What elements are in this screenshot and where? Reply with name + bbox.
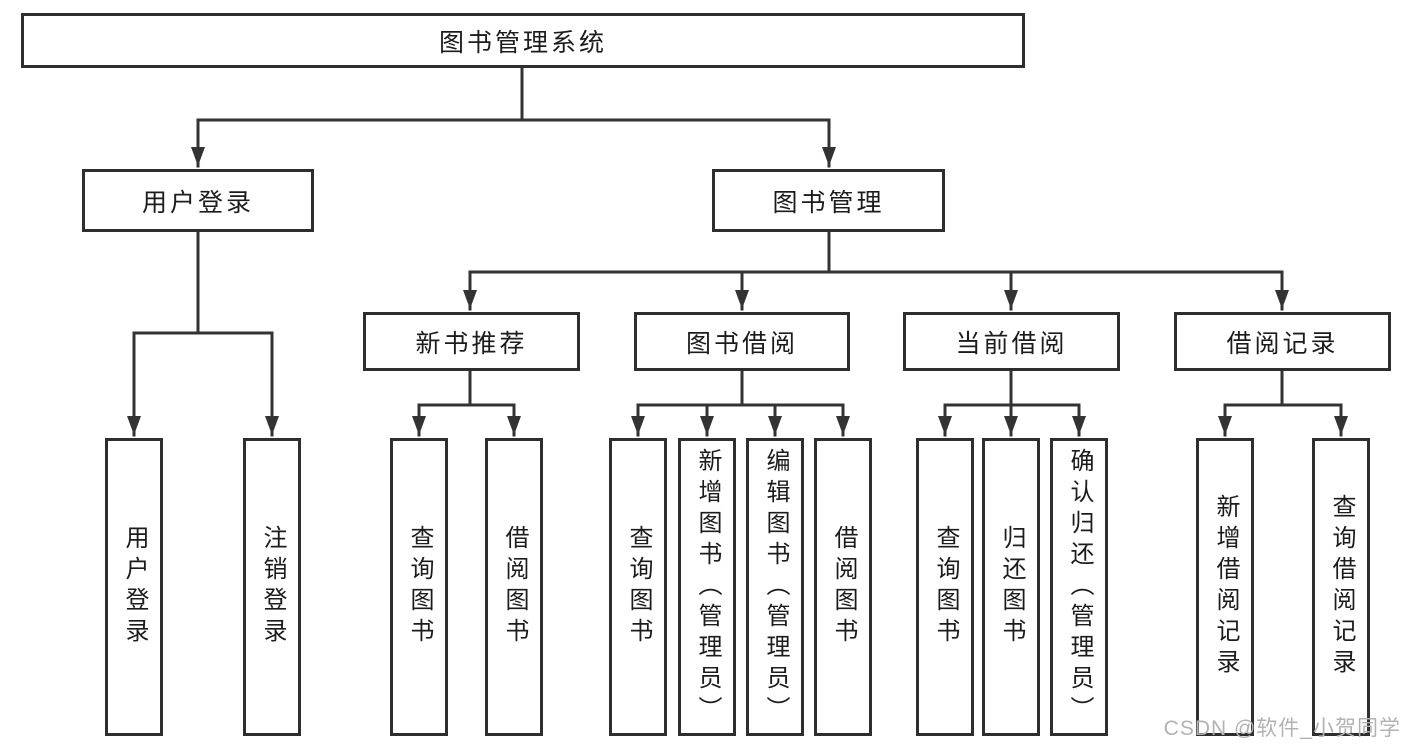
node-book-manage: 图书管理 (712, 169, 945, 232)
leaf-borrow-query: 查询图书 (609, 438, 667, 736)
node-root-system: 图书管理系统 (21, 13, 1025, 68)
leaf-newbook-query: 查询图书 (390, 438, 448, 736)
node-book-borrow: 图书借阅 (634, 312, 850, 371)
leaf-borrow-edit-admin: 编辑图书（管理员） (746, 438, 804, 736)
leaf-logout: 注销登录 (243, 438, 301, 736)
leaf-record-query: 查询借阅记录 (1312, 438, 1370, 736)
leaf-user-login: 用户登录 (105, 438, 163, 736)
node-current-borrow: 当前借阅 (903, 312, 1120, 371)
node-borrow-record: 借阅记录 (1174, 312, 1391, 371)
csdn-watermark: CSDN @软件_小贺同学 (1163, 717, 1401, 740)
leaf-borrow-book: 借阅图书 (814, 438, 872, 736)
leaf-current-confirm-admin: 确认归还（管理员） (1050, 438, 1108, 736)
node-new-book-recommend: 新书推荐 (363, 312, 580, 371)
leaf-current-query: 查询图书 (916, 438, 974, 736)
leaf-borrow-add-admin: 新增图书（管理员） (678, 438, 736, 736)
leaf-record-add: 新增借阅记录 (1196, 438, 1254, 736)
node-user-login: 用户登录 (82, 169, 314, 232)
leaf-current-return: 归还图书 (982, 438, 1040, 736)
leaf-newbook-borrow: 借阅图书 (485, 438, 543, 736)
